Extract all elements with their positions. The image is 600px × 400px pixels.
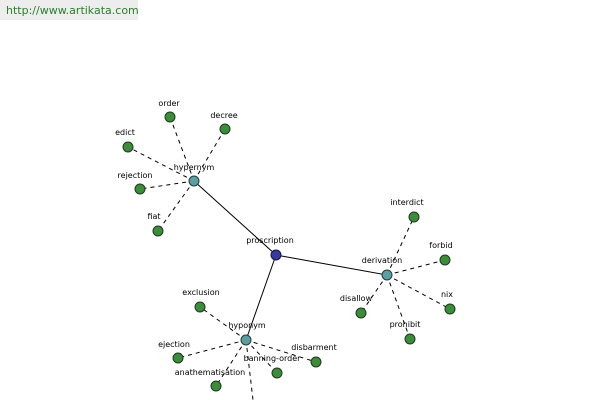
node-label-hyponym[interactable]: hyponym — [228, 321, 266, 330]
edge-derivation-nix — [386, 274, 451, 310]
node-label-edict[interactable]: edict — [115, 128, 135, 137]
edge-hypernym-order — [169, 116, 195, 182]
edge-prescription-hypernym — [193, 180, 277, 256]
edge-derivation-interdict — [386, 216, 415, 276]
source-url-link[interactable]: http://www.artikata.com — [6, 3, 139, 17]
node-rejection[interactable] — [134, 183, 146, 195]
node-anathematisation[interactable] — [210, 380, 222, 392]
node-order[interactable] — [164, 111, 176, 123]
node-disallow[interactable] — [355, 307, 367, 319]
node-disbarment[interactable] — [310, 356, 322, 368]
node-label-exclusion[interactable]: exclusion — [182, 288, 219, 297]
edge-prescription-derivation — [275, 254, 388, 276]
node-forbid[interactable] — [439, 254, 451, 266]
node-label-forbid[interactable]: forbid — [429, 241, 452, 250]
node-label-banning-order[interactable]: banning-order — [244, 354, 302, 363]
node-label-interdict[interactable]: interdict — [390, 198, 423, 207]
node-label-anathematisation[interactable]: anathematisation — [175, 368, 245, 377]
node-label-fiat[interactable]: fiat — [147, 212, 160, 221]
edge-hypernym-rejection — [139, 180, 195, 190]
edge-hypernym-decree — [193, 128, 226, 182]
edge-layer — [127, 116, 451, 400]
edge-hyponym-offscreen — [245, 339, 254, 400]
edge-prescription-hyponym — [245, 254, 277, 341]
label-layer: proscription hypernym derivation hyponym ord… — [115, 99, 453, 377]
node-label-ejection[interactable]: ejection — [158, 340, 190, 349]
node-label-derivation[interactable]: derivation — [362, 256, 402, 265]
node-interdict[interactable] — [408, 211, 420, 223]
node-label-nix[interactable]: nix — [441, 290, 453, 299]
node-hypernym[interactable] — [188, 175, 200, 187]
node-fiat[interactable] — [152, 225, 164, 237]
node-label-prescription[interactable]: proscription — [246, 236, 294, 245]
node-derivation[interactable] — [381, 269, 393, 281]
node-layer — [122, 111, 456, 392]
node-label-order[interactable]: order — [158, 99, 180, 108]
node-nix[interactable] — [444, 303, 456, 315]
node-exclusion[interactable] — [194, 301, 206, 313]
node-prohibit[interactable] — [404, 333, 416, 345]
node-label-hypernym[interactable]: hypernym — [174, 163, 215, 172]
edge-hyponym-exclusion — [199, 306, 247, 341]
edge-derivation-forbid — [386, 259, 446, 276]
node-banning-order[interactable] — [271, 367, 283, 379]
node-decree[interactable] — [219, 123, 231, 135]
node-label-disbarment[interactable]: disbarment — [291, 343, 337, 352]
edge-derivation-prohibit — [386, 274, 411, 340]
source-badge: http://www.artikata.com — [0, 0, 139, 20]
edge-hyponym-ejection — [177, 339, 247, 359]
node-hyponym[interactable] — [240, 334, 252, 346]
edge-hyponym-anathematisation — [215, 339, 247, 387]
node-prescription[interactable] — [270, 249, 282, 261]
edge-hypernym-fiat — [157, 180, 195, 232]
node-label-rejection[interactable]: rejection — [118, 171, 153, 180]
node-label-decree[interactable]: decree — [210, 111, 237, 120]
node-edict[interactable] — [122, 141, 134, 153]
node-label-disallow[interactable]: disallow — [340, 294, 373, 303]
node-label-prohibit[interactable]: prohibit — [390, 320, 421, 329]
node-ejection[interactable] — [172, 352, 184, 364]
